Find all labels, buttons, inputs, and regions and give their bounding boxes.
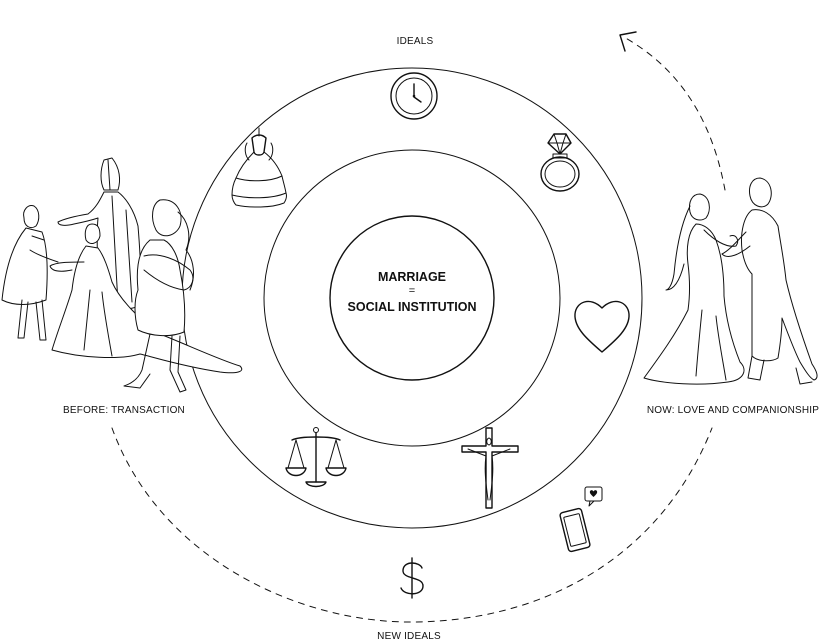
inner-ring [263,149,561,447]
crucifix-icon [461,427,519,509]
label-now: NOW: LOVE AND COMPANIONSHIP [647,405,819,416]
center-title: MARRIAGE [378,270,446,284]
heart-icon [574,300,630,353]
dashed-arrow-top-right [621,35,726,191]
center-subtitle: SOCIAL INSTITUTION [348,300,477,314]
label-ideals: IDEALS [397,36,434,47]
wedding-dress-icon [231,127,287,208]
modern-dancing-couple [643,177,818,385]
dollar-icon [400,557,424,599]
ring-icon [540,133,580,192]
smartphone-icon [559,486,603,553]
historic-wedding-group [1,157,243,393]
label-before: BEFORE: TRANSACTION [63,405,185,416]
label-new-ideals: NEW IDEALS [377,631,441,642]
center-circle [329,215,495,381]
clock-icon [390,72,438,120]
outer-ring [181,67,643,529]
center-equals: = [409,285,416,297]
dashed-arc-bottom [111,427,713,623]
arrow-head-icon [619,31,637,52]
scales-icon [285,427,347,488]
